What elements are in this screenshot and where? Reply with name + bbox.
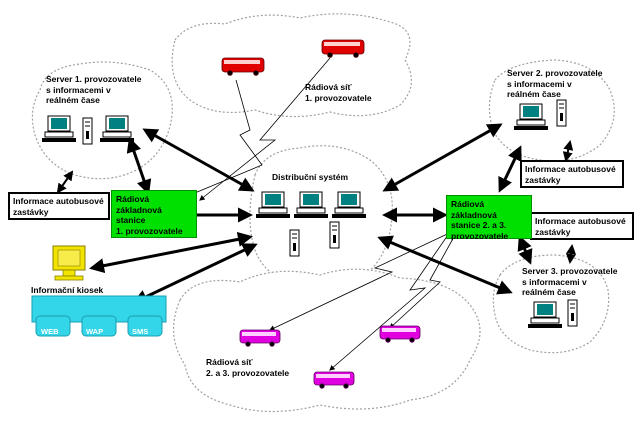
link-server1-stopinfo <box>56 170 74 194</box>
cloud-radio-net-1 <box>171 13 412 118</box>
distribution-label: Distribuční systém <box>272 172 349 182</box>
link-server2-base23 <box>498 145 522 193</box>
bus-net23-icon <box>313 371 355 389</box>
link-distribution-server2 <box>382 123 503 192</box>
server3-label: Server 3. provozovatele s informacemi v … <box>522 266 618 297</box>
kiosk-label: Informační kiosek <box>31 285 104 295</box>
server2-label: Server 2. provozovatele s informacemi v … <box>507 68 603 99</box>
server2-computer-icon <box>513 99 567 131</box>
stop-info-box-right-2: Informace autobusové zastávky <box>530 212 634 240</box>
link-base23-server3 <box>517 235 533 265</box>
link-server2-stopinfo <box>562 140 574 162</box>
kiosk-channel-panel <box>31 295 167 337</box>
link-distribution-kiosk-channels <box>132 243 258 304</box>
server1-label: Server 1. provozovatele s informacemi v … <box>46 74 142 105</box>
link-server1-distribution <box>142 128 255 192</box>
bus-net1-icon <box>321 39 365 58</box>
kiosk-monitor-icon <box>52 245 86 281</box>
channel-wap-label: WAP <box>86 327 104 336</box>
link-server3-stopinfo <box>566 244 576 264</box>
server1-computer-icon <box>41 115 135 145</box>
base-station-1: Rádiová základnová stanice 1. provozovat… <box>111 190 197 238</box>
cloud-server-2 <box>488 59 615 162</box>
link-distribution-server3 <box>377 235 513 295</box>
bus-net1-icon <box>221 57 265 76</box>
stop-info-box-left: Informace autobusové zastávky <box>8 192 110 220</box>
radio-net23-label: Rádiová síť 2. a 3. provozovatele <box>206 357 290 378</box>
stop-info-box-right-1: Informace autobusové zastávky <box>520 160 624 188</box>
channel-web-label: WEB <box>41 327 59 336</box>
bus-net23-icon <box>239 329 281 347</box>
cloud-radio-net-23 <box>172 268 481 413</box>
radio-net1-label: Rádiová síť 1. provozovatele <box>305 82 372 103</box>
bus-net23-icon <box>379 325 421 343</box>
base-station-23: Rádiová základnová stanice 2. a 3. provo… <box>446 195 532 241</box>
link-distribution-kiosk-monitor <box>89 231 253 274</box>
link-server1-base1 <box>126 137 152 195</box>
channel-sms-label: SMS <box>132 327 149 336</box>
